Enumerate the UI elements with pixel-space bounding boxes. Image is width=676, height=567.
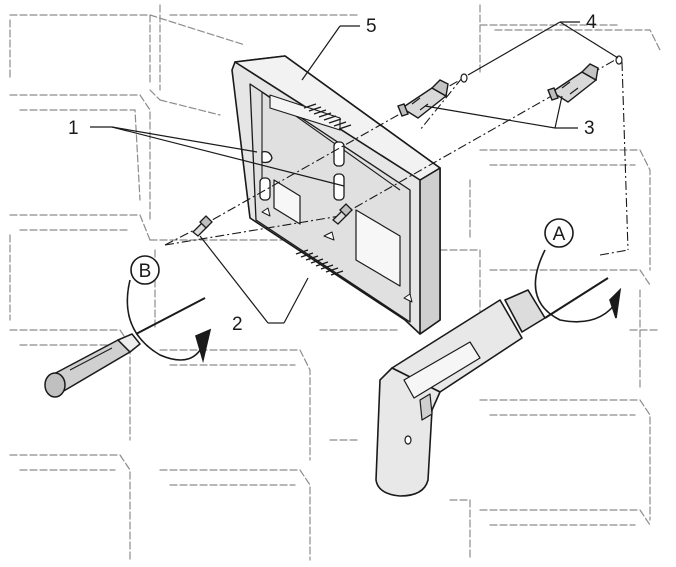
callout-1: 1 xyxy=(68,118,79,139)
step-a-label: A xyxy=(553,224,566,245)
callouts: 1 2 3 4 5 xyxy=(68,12,597,335)
rotation-arrow-icon xyxy=(126,249,622,364)
drill-holes xyxy=(460,55,623,83)
step-b-label: B xyxy=(139,261,152,282)
callout-3: 3 xyxy=(584,118,595,139)
wall-plug-left xyxy=(397,79,449,119)
callout-2: 2 xyxy=(232,314,243,335)
callout-5: 5 xyxy=(366,16,377,37)
wall-plug-right xyxy=(547,63,599,103)
callout-4: 4 xyxy=(586,12,597,33)
leader-lines xyxy=(90,21,619,324)
screwdriver-icon xyxy=(44,297,206,398)
base-plate xyxy=(231,55,441,335)
step-b-marker: B xyxy=(130,255,160,285)
step-a-marker: A xyxy=(544,218,574,248)
screws xyxy=(192,203,353,237)
bottom-vent-slots xyxy=(295,249,344,276)
power-drill-icon xyxy=(375,277,609,497)
top-vent-slots xyxy=(303,103,352,130)
mounting-hole-slots xyxy=(259,141,345,201)
